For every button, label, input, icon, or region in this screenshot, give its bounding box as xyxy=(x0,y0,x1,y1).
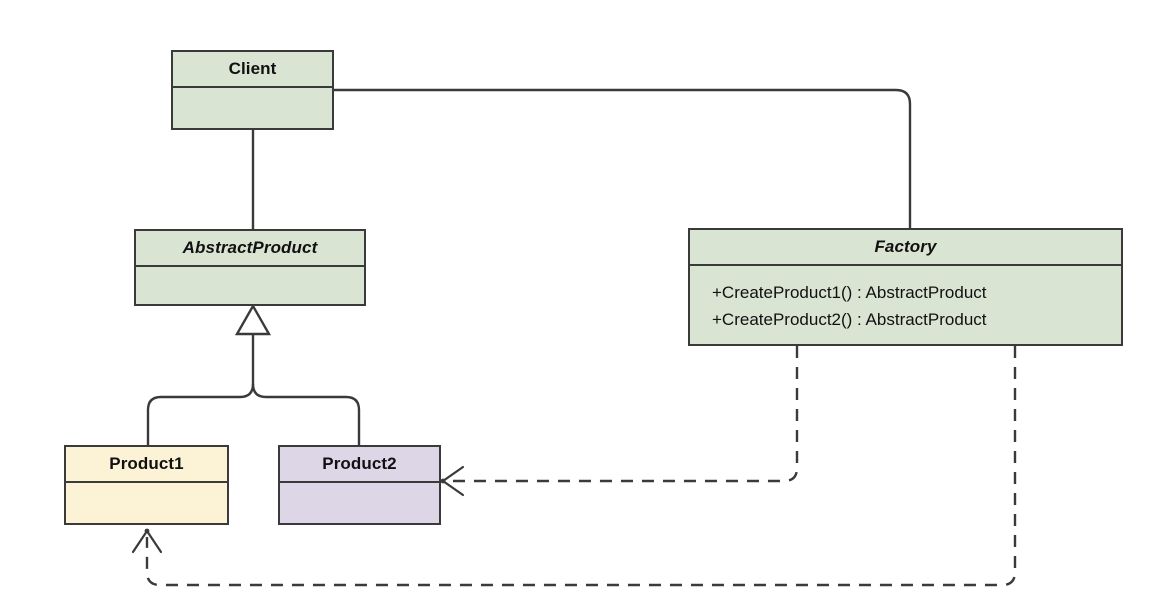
uml-class-client[interactable]: Client xyxy=(171,50,334,130)
connector-client-factory xyxy=(334,88,912,228)
uml-class-name-product1: Product1 xyxy=(66,447,227,483)
uml-method-create-product2: +CreateProduct2() : AbstractProduct xyxy=(712,310,987,329)
uml-class-abstractproduct[interactable]: AbstractProduct xyxy=(134,229,366,306)
uml-class-name-client: Client xyxy=(173,52,332,88)
uml-members-factory: +CreateProduct1() : AbstractProduct +Cre… xyxy=(690,266,1121,344)
uml-members-product2 xyxy=(280,483,439,523)
uml-members-product1 xyxy=(66,483,227,523)
uml-class-factory[interactable]: Factory +CreateProduct1() : AbstractProd… xyxy=(688,228,1123,346)
uml-class-name-abstractproduct: AbstractProduct xyxy=(136,231,364,267)
uml-class-name-product2: Product2 xyxy=(280,447,439,483)
uml-class-product1[interactable]: Product1 xyxy=(64,445,229,525)
uml-class-product2[interactable]: Product2 xyxy=(278,445,441,525)
connector-factory-product1 xyxy=(131,346,1017,587)
uml-members-client xyxy=(173,88,332,128)
uml-class-name-factory: Factory xyxy=(690,230,1121,266)
uml-method-create-product1: +CreateProduct1() : AbstractProduct xyxy=(712,283,987,302)
hollow-triangle-arrowhead xyxy=(234,303,272,336)
uml-members-abstractproduct xyxy=(136,267,364,304)
connector-factory-product2 xyxy=(440,346,799,497)
connector-generalization-fork xyxy=(146,303,361,445)
